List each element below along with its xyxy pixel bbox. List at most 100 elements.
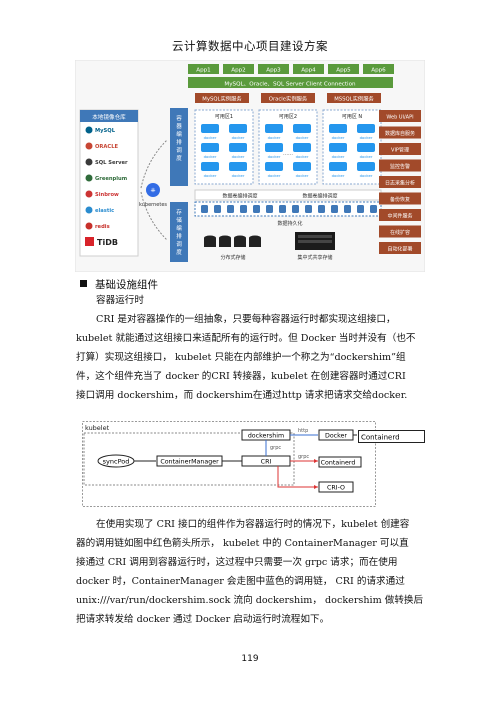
docker-icon <box>265 162 283 171</box>
docker-label: docker <box>296 154 309 159</box>
zone-label: 可用区 N <box>342 114 363 120</box>
paragraph-2: 在使用实现了 CRI 接口的组件作为容器运行时的情况下，kubelet 创建容 … <box>76 515 428 629</box>
logo-label: MySQL <box>95 128 116 134</box>
para2-line: 把请求转发给 docker 通过 Docker 启动运行时流程如下。 <box>76 614 330 625</box>
docker-label: docker <box>360 135 373 140</box>
db-volume-icon <box>344 205 351 213</box>
database-logo-icon <box>85 206 93 214</box>
docker-icon <box>357 162 375 171</box>
storage-label-1: 分布式存储 <box>220 254 245 261</box>
database-logo-icon <box>85 190 93 198</box>
service-label: MySQL实例服务 <box>202 95 242 103</box>
logo-label: ORACLE <box>95 144 119 150</box>
database-logo-icon <box>85 142 93 150</box>
page-number: 119 <box>241 654 259 664</box>
service-label: MSSQL实例服务 <box>334 95 374 103</box>
docker-icon <box>229 143 247 152</box>
docker-label: docker <box>204 173 217 178</box>
kubelet-label: kubelet <box>85 424 110 432</box>
section-heading: 基础设施组件 <box>80 277 158 292</box>
crio-node: CRI-O <box>327 485 345 492</box>
shared-storage-icon <box>295 232 335 250</box>
containerd-top-node: Containerd <box>361 434 400 442</box>
image-repo-title: 本地镜像仓库 <box>92 113 126 121</box>
zone-label: 可用区2 <box>279 114 297 120</box>
svg-text:⎈: ⎈ <box>151 187 156 194</box>
logo-label: elastic <box>95 208 114 214</box>
docker-label: docker <box>332 154 345 159</box>
edge-grpc-2: grpc <box>298 454 309 460</box>
sched-label-1: 数据卷编排调度 <box>222 193 257 200</box>
docker-icon <box>229 162 247 171</box>
vertical-label-bottom: 存储编排调度 <box>176 208 182 256</box>
right-service-label: VIP管理 <box>391 146 409 153</box>
docker-icon <box>329 124 347 133</box>
zone-label: 可用区1 <box>215 114 233 120</box>
logo-label: SQL Server <box>95 160 128 166</box>
para2-line: 接通过 CRI 调用到容器运行时，这过程中只需要一次 grpc 请求；而在使用 <box>76 557 398 568</box>
db-volume-icon <box>253 205 260 213</box>
docker-label: docker <box>232 173 245 178</box>
docker-icon <box>293 124 311 133</box>
database-logo-icon <box>85 158 93 166</box>
para2-line: 在使用实现了 CRI 接口的组件作为容器运行时的情况下，kubelet 创建容 <box>96 519 410 530</box>
section-heading-text: 基础设施组件 <box>95 279 158 291</box>
cri-node: CRI <box>261 459 272 466</box>
docker-label: docker <box>332 135 345 140</box>
paragraph-1: CRI 是对容器操作的一组抽象，只要每种容器运行时都实现这组接口， kubele… <box>76 310 428 405</box>
db-volume-icon <box>214 205 221 213</box>
right-service-label: 中间件服务 <box>387 212 412 219</box>
docker-icon <box>201 124 219 133</box>
docker-icon <box>329 143 347 152</box>
right-service-label: 备份恢复 <box>390 196 410 203</box>
app-label: App3 <box>266 68 281 74</box>
right-service-box <box>379 209 421 221</box>
para1-line: CRI 是对容器操作的一组抽象，只要每种容器运行时都实现这组接口， <box>96 314 396 325</box>
docker-label: docker <box>268 135 281 140</box>
vertical-label-top: 容器编排调度 <box>176 114 182 162</box>
para2-line: docker 时，ContainerManager 会走图中蓝色的调用链， CR… <box>76 576 405 587</box>
tidb-logo-icon <box>85 237 94 246</box>
app-label: App5 <box>336 68 351 74</box>
db-volume-icon <box>292 205 299 213</box>
docker-label: docker <box>296 173 309 178</box>
docker-icon <box>265 124 283 133</box>
app-box <box>363 64 394 74</box>
right-service-box <box>379 176 421 188</box>
service-box <box>327 93 381 103</box>
logo-label: Greenplum <box>95 176 127 182</box>
service-label: Oracle实例服务 <box>269 95 308 103</box>
right-service-box <box>379 192 421 205</box>
database-logo-icon <box>85 126 93 134</box>
docker-label: docker <box>360 154 373 159</box>
docker-icon <box>293 143 311 152</box>
para1-line: 件，这个组件充当了 docker 的CRI 转接器，kubelet 在创建容器时… <box>76 371 406 382</box>
para1-line: 接口调用 dockershim，而 dockershim在通过http 请求把请… <box>76 390 408 401</box>
database-logo-icon <box>85 222 93 230</box>
containerd-top-box: Containerd <box>358 430 425 443</box>
logo-label: redis <box>95 224 110 230</box>
docker-label: docker <box>268 154 281 159</box>
client-connection-label: MySQL、Oracle、SQL Server Client Connectio… <box>224 82 356 88</box>
sub-heading: 容器运行时 <box>96 295 144 306</box>
docker-label: docker <box>332 173 345 178</box>
db-volume-icon <box>370 205 377 213</box>
right-service-label: 自动化部署 <box>387 245 412 252</box>
docker-icon <box>229 124 247 133</box>
docker-icon <box>293 162 311 171</box>
para1-line: kubelet 就能通过这组接口来适配所有的运行时。但 Docker 当时并没有… <box>76 333 416 344</box>
dockershim-node: dockershim <box>248 433 284 440</box>
db-volume-icon <box>305 205 312 213</box>
edge-http: http <box>298 428 308 434</box>
docker-icon <box>329 162 347 171</box>
db-volume-icon <box>279 205 286 213</box>
app-label: App4 <box>301 68 316 74</box>
db-volume-icon <box>357 205 364 213</box>
docker-icon <box>265 143 283 152</box>
docker-label: docker <box>232 154 245 159</box>
right-service-box <box>379 225 421 238</box>
docker-label: docker <box>204 154 217 159</box>
syncpod-node: syncPod <box>103 458 130 466</box>
docker-label: docker <box>204 135 217 140</box>
